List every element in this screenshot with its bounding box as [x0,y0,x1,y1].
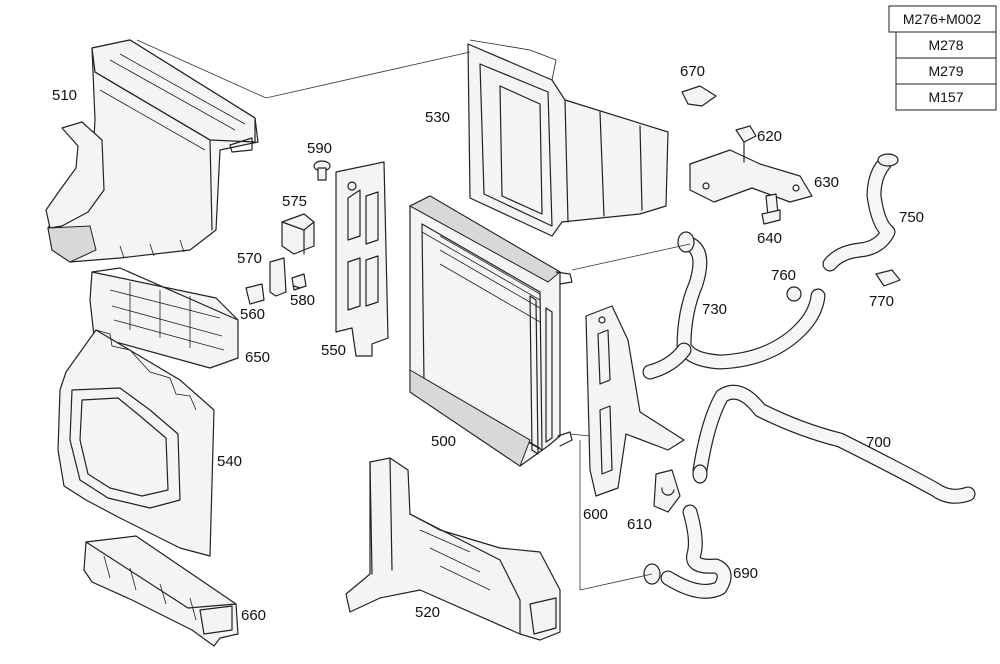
label-760: 760 [771,267,796,284]
part-760-clamp [786,286,802,302]
label-540: 540 [217,453,242,470]
part-690-hose [643,504,732,599]
label-600: 600 [583,506,608,523]
label-660: 660 [241,607,266,624]
part-520-lower-duct [345,457,561,641]
label-610: 610 [627,516,652,533]
part-510-upper-duct [45,39,259,263]
part-560-connector [245,283,265,305]
label-520: 520 [415,604,440,621]
part-750-hose [822,153,899,272]
variant-m279: M279 [928,63,963,79]
label-530: 530 [425,109,450,126]
part-610-clamp [653,469,681,513]
part-570-clip [269,257,287,297]
part-580-bolt [291,273,307,291]
part-500-radiator [408,195,573,467]
part-550-left-bracket [335,161,389,357]
label-550: 550 [321,342,346,359]
label-640: 640 [757,230,782,247]
label-575: 575 [282,193,307,210]
label-700: 700 [866,434,891,451]
label-770: 770 [869,293,894,310]
part-730-hose [642,231,826,380]
part-660-lower-tray [83,535,239,647]
label-670: 670 [680,63,705,80]
part-670-clip [681,85,717,107]
label-630: 630 [814,174,839,191]
label-620: 620 [757,128,782,145]
part-630-mounting-plate [689,149,813,203]
label-730: 730 [702,301,727,318]
part-650-module [89,267,239,369]
part-700-hose [692,384,976,504]
part-640-bolt [761,193,781,225]
label-580: 580 [290,292,315,309]
part-590-screw [313,160,331,181]
part-620-bolt [735,125,757,163]
variant-m276-m002: M276+M002 [903,11,981,27]
part-575-relay [281,213,315,255]
variant-table: M276+M002 M278 M279 M157 [888,5,997,111]
part-labels: 510 530 590 575 570 560 580 550 650 540 … [52,63,924,624]
label-650: 650 [245,349,270,366]
label-690: 690 [733,565,758,582]
label-750: 750 [899,209,924,226]
label-590: 590 [307,140,332,157]
part-530-air-guide [467,39,669,237]
variant-m278: M278 [928,37,963,53]
variant-m157: M157 [928,89,963,105]
part-770-bolt [875,269,901,287]
label-560: 560 [240,306,265,323]
label-510: 510 [52,87,77,104]
part-600-right-bracket [585,305,685,497]
part-540-shroud [57,329,215,557]
label-570: 570 [237,250,262,267]
label-500: 500 [431,433,456,450]
leader-lines [136,39,691,591]
